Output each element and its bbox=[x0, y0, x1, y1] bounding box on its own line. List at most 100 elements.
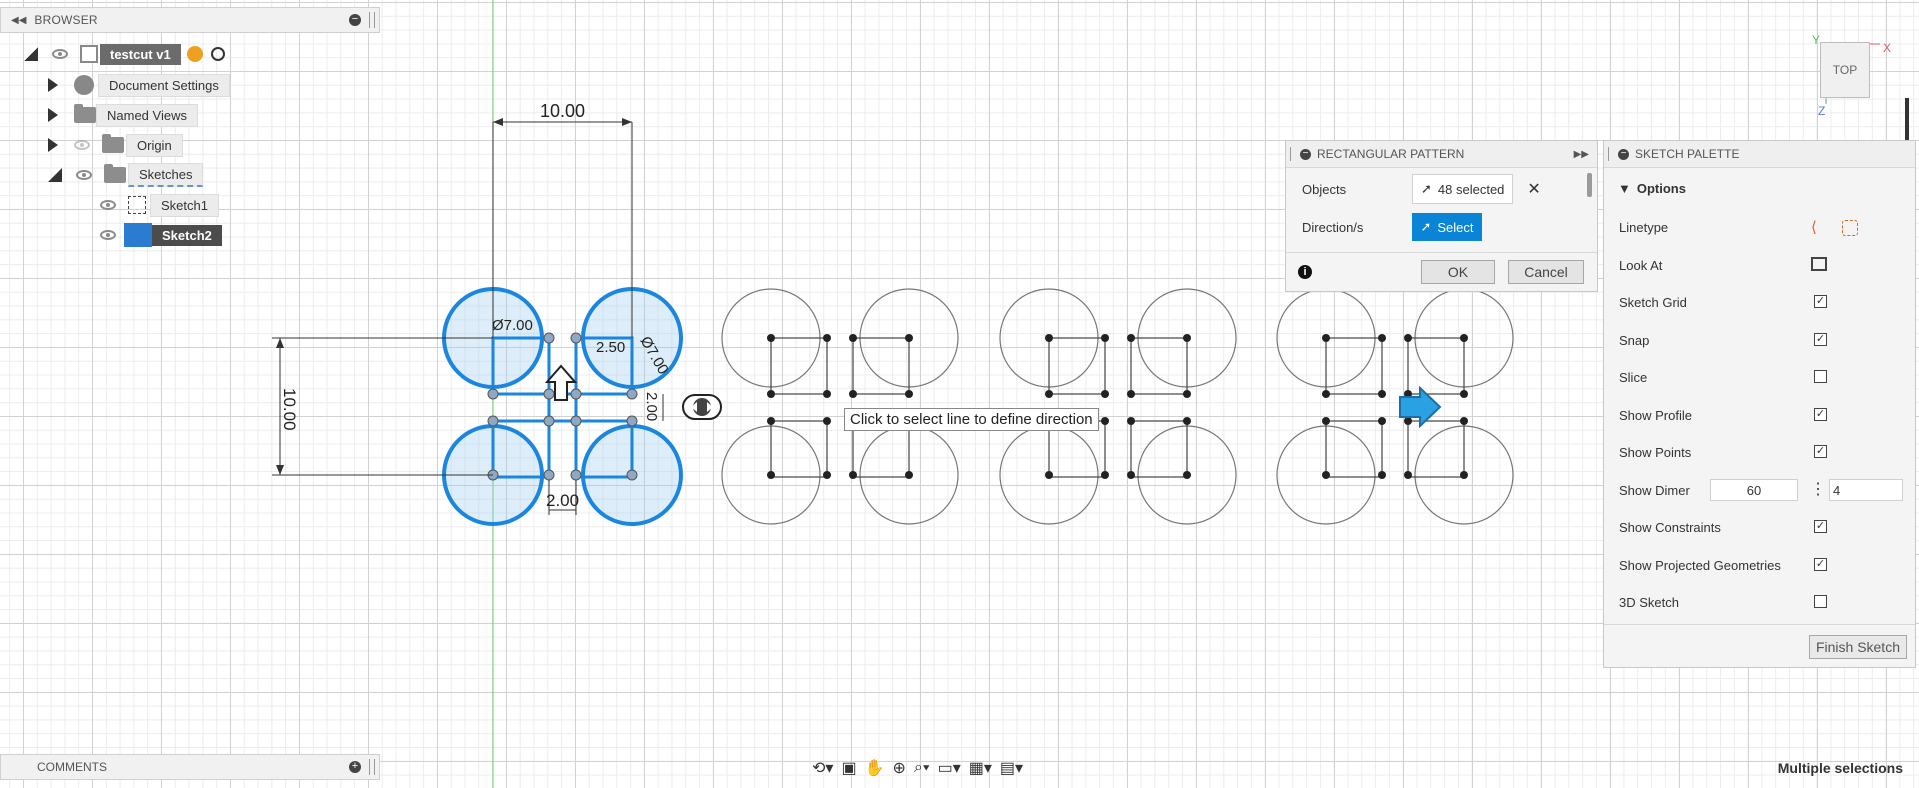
info-icon[interactable]: i bbox=[1298, 265, 1312, 279]
pattern-preview-points bbox=[767, 334, 1468, 479]
dim-diameter-label[interactable]: Ø7.00 bbox=[492, 317, 533, 334]
sketch-icon bbox=[128, 196, 146, 214]
collapse-section-icon[interactable]: ▼ bbox=[1618, 181, 1631, 196]
display-icon[interactable]: ▭▾ bbox=[937, 760, 961, 777]
rectangular-pattern-dialog[interactable]: − RECTANGULAR PATTERN ▶▶ Objects ➚ 48 se… bbox=[1285, 140, 1598, 292]
ok-button[interactable]: OK bbox=[1421, 260, 1495, 284]
row-label: Show Dimer bbox=[1619, 482, 1690, 498]
expand-icon[interactable] bbox=[48, 78, 58, 92]
dim-small-label[interactable]: 2.50 bbox=[596, 339, 625, 356]
expand-dialog-icon[interactable]: ▶▶ bbox=[1573, 148, 1589, 160]
cancel-button[interactable]: Cancel bbox=[1508, 260, 1584, 284]
palette-row-show-constraints: Show Constraints bbox=[1604, 514, 1915, 540]
dimension-count-input[interactable]: 60 bbox=[1710, 479, 1798, 501]
centerline-linetype-icon[interactable] bbox=[1842, 220, 1858, 236]
show-profile-checkbox[interactable] bbox=[1814, 408, 1827, 421]
palette-row-show-profile: Show Profile bbox=[1604, 402, 1915, 428]
tree-item-named-views[interactable]: Named Views bbox=[48, 103, 198, 127]
minimize-icon[interactable]: − bbox=[349, 14, 361, 26]
dimension-precision-input[interactable]: 4 bbox=[1829, 479, 1903, 501]
direction-select-button[interactable]: ➚ Select bbox=[1412, 213, 1482, 241]
dim-left-label[interactable]: 10.00 bbox=[280, 388, 299, 431]
move-arrow-icon[interactable] bbox=[544, 364, 578, 401]
tree-root[interactable]: testcut v1 bbox=[24, 42, 225, 66]
dialog-scrollbar[interactable] bbox=[1587, 173, 1592, 197]
sketch-palette[interactable]: − SKETCH PALETTE ▼ Options Linetype ⟨ Lo… bbox=[1603, 140, 1916, 668]
browser-title: BROWSER bbox=[34, 13, 98, 27]
orbit-icon[interactable]: ⟲▾ bbox=[812, 760, 834, 777]
palette-row-snap: Snap bbox=[1604, 327, 1915, 353]
snap-checkbox[interactable] bbox=[1814, 333, 1827, 346]
stepper-icon[interactable]: ⋮ bbox=[1810, 481, 1826, 498]
show-projected-checkbox[interactable] bbox=[1814, 558, 1827, 571]
direction-arrow-icon[interactable] bbox=[1399, 385, 1442, 429]
construction-linetype-icon[interactable]: ⟨ bbox=[1811, 219, 1817, 236]
dim-bottom-label[interactable]: 2.00 bbox=[546, 491, 579, 510]
zoom-icon[interactable]: ⊕ bbox=[892, 760, 906, 777]
direction-label: Direction/s bbox=[1302, 219, 1364, 235]
row-label: Show Constraints bbox=[1619, 519, 1721, 535]
dim-right-label[interactable]: 2.00 bbox=[643, 392, 660, 421]
objects-selection-button[interactable]: ➚ 48 selected bbox=[1412, 174, 1514, 204]
panel-grip-icon[interactable] bbox=[369, 12, 375, 28]
palette-row-show-points: Show Points bbox=[1604, 439, 1915, 465]
axis-y-label: Y bbox=[1812, 33, 1820, 47]
dialog-minimize-icon[interactable]: − bbox=[1300, 148, 1311, 160]
warning-icon bbox=[186, 46, 203, 62]
viewcube[interactable]: TOP bbox=[1820, 42, 1870, 98]
panel-grip-icon[interactable] bbox=[369, 759, 375, 775]
axis-z-label: Z bbox=[1818, 104, 1825, 118]
look-at-icon[interactable] bbox=[1811, 257, 1827, 271]
look-at-icon[interactable]: ▣ bbox=[841, 760, 857, 777]
row-label: Show Profile bbox=[1619, 407, 1692, 423]
tree-item-origin[interactable]: Origin bbox=[48, 133, 183, 157]
viewports-icon[interactable]: ▤▾ bbox=[999, 760, 1024, 777]
activate-icon[interactable] bbox=[210, 47, 225, 61]
fit-icon[interactable]: ⌕▾ bbox=[913, 759, 930, 776]
eye-icon[interactable] bbox=[100, 200, 116, 210]
expand-icon[interactable] bbox=[48, 138, 58, 152]
palette-header[interactable]: − SKETCH PALETTE bbox=[1604, 141, 1915, 168]
show-constraints-checkbox[interactable] bbox=[1814, 520, 1827, 533]
palette-grip-icon[interactable] bbox=[1608, 147, 1612, 161]
direction-manipulator-icon[interactable] bbox=[682, 394, 722, 420]
row-label: Slice bbox=[1619, 369, 1648, 385]
expand-icon[interactable] bbox=[24, 47, 38, 61]
expand-icon[interactable] bbox=[48, 108, 58, 122]
eye-icon[interactable] bbox=[52, 49, 68, 59]
comments-panel[interactable]: COMMENTS + bbox=[0, 754, 380, 780]
tree-item-sketch1[interactable]: Sketch1 bbox=[96, 193, 219, 217]
dialog-header[interactable]: − RECTANGULAR PATTERN ▶▶ bbox=[1286, 141, 1597, 168]
tree-item-document-settings[interactable]: Document Settings bbox=[48, 73, 230, 97]
root-label[interactable]: testcut v1 bbox=[100, 43, 181, 65]
tree-item-sketches[interactable]: Sketches bbox=[48, 163, 204, 187]
palette-row-show-projected: Show Projected Geometries bbox=[1604, 552, 1915, 578]
3d-sketch-checkbox[interactable] bbox=[1814, 595, 1827, 608]
collapse-icon[interactable]: ◀◀ bbox=[11, 14, 27, 26]
show-points-checkbox[interactable] bbox=[1814, 445, 1827, 458]
clear-selection-icon[interactable]: ✕ bbox=[1527, 181, 1541, 198]
hidden-eye-icon[interactable] bbox=[74, 140, 90, 150]
dialog-grip-icon[interactable] bbox=[1290, 147, 1294, 161]
options-section[interactable]: ▼ Options bbox=[1618, 181, 1686, 196]
grid-icon[interactable]: ▦▾ bbox=[968, 760, 992, 777]
tree-item-label: Named Views bbox=[96, 103, 198, 127]
eye-icon[interactable] bbox=[76, 170, 92, 180]
sketch-grid-checkbox[interactable] bbox=[1814, 295, 1827, 308]
palette-minimize-icon[interactable]: − bbox=[1618, 148, 1629, 160]
dim-top-label[interactable]: 10.00 bbox=[540, 101, 585, 121]
pattern-preview-lines bbox=[770, 337, 1465, 478]
folder-icon bbox=[74, 104, 96, 123]
add-comment-icon[interactable]: + bbox=[349, 761, 361, 773]
expand-icon[interactable] bbox=[48, 168, 62, 182]
finish-sketch-button[interactable]: Finish Sketch bbox=[1808, 635, 1907, 659]
palette-row-3d-sketch: 3D Sketch bbox=[1604, 589, 1915, 615]
canvas-tooltip: Click to select line to define direction bbox=[844, 408, 1099, 431]
eye-icon[interactable] bbox=[100, 230, 116, 240]
browser-panel-header[interactable]: ◀◀ BROWSER − bbox=[0, 7, 380, 33]
palette-row-show-dimensions: Show Dimer 60 ⋮ 4 bbox=[1604, 477, 1915, 503]
tree-item-sketch2[interactable]: Sketch2 bbox=[96, 223, 222, 247]
slice-checkbox[interactable] bbox=[1814, 370, 1827, 383]
pan-icon[interactable]: ✋ bbox=[864, 760, 885, 777]
